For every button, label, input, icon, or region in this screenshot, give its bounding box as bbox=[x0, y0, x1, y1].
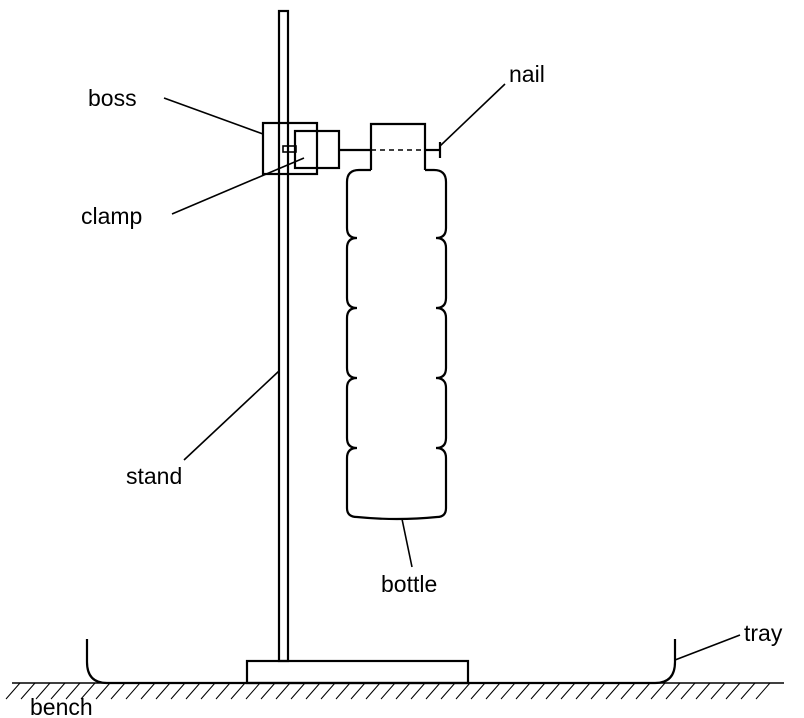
clamp-label: clamp bbox=[81, 203, 142, 229]
hatch-line bbox=[335, 682, 351, 700]
boss bbox=[261, 121, 319, 176]
hatch-line bbox=[275, 682, 291, 700]
hatch-line bbox=[185, 682, 201, 700]
hatch-line bbox=[680, 682, 696, 700]
hatch-line bbox=[230, 682, 246, 700]
hatch-line bbox=[215, 682, 231, 700]
hatch-line bbox=[5, 682, 21, 700]
stand-label: stand bbox=[126, 463, 182, 489]
hatch-line bbox=[455, 682, 471, 700]
stand-rod bbox=[277, 9, 290, 663]
hatch-line bbox=[665, 682, 681, 700]
hatch-line bbox=[740, 682, 756, 700]
boss-leader bbox=[163, 97, 264, 135]
hatch-line bbox=[605, 682, 621, 700]
hatch-line bbox=[560, 682, 576, 700]
hatch-line bbox=[515, 682, 531, 700]
hatch-line bbox=[425, 682, 441, 700]
bench bbox=[5, 682, 784, 700]
hatch-line bbox=[500, 682, 516, 700]
bottle-body bbox=[345, 168, 448, 521]
nail-leader bbox=[439, 83, 506, 147]
hatch-line bbox=[365, 682, 381, 700]
hatch-line bbox=[110, 682, 126, 700]
tray-leader bbox=[674, 634, 741, 661]
hatch-line bbox=[350, 682, 366, 700]
hatch-line bbox=[245, 682, 261, 700]
boss-label: boss bbox=[88, 85, 137, 111]
hatch-line bbox=[470, 682, 486, 700]
bottle-neck bbox=[369, 122, 427, 170]
stand-base bbox=[245, 659, 470, 685]
clamp-leader bbox=[171, 157, 305, 215]
hatch-line bbox=[755, 682, 771, 700]
bottle-label: bottle bbox=[381, 571, 437, 597]
hatch-line bbox=[140, 682, 156, 700]
hatch-line bbox=[575, 682, 591, 700]
hatch-line bbox=[65, 682, 81, 700]
hatch-line bbox=[710, 682, 726, 700]
hatch-line bbox=[650, 682, 666, 700]
hatch-line bbox=[95, 682, 111, 700]
nail-label: nail bbox=[509, 61, 545, 87]
bench-label: bench bbox=[30, 694, 93, 718]
hatch-line bbox=[695, 682, 711, 700]
hatch-line bbox=[125, 682, 141, 700]
bench-hatching bbox=[5, 682, 771, 700]
hatch-line bbox=[305, 682, 321, 700]
stand-leader bbox=[183, 370, 280, 461]
hatch-line bbox=[410, 682, 426, 700]
hatch-line bbox=[545, 682, 561, 700]
hatch-line bbox=[155, 682, 171, 700]
hatch-line bbox=[320, 682, 336, 700]
hatch-line bbox=[590, 682, 606, 700]
tray-label: tray bbox=[744, 620, 783, 646]
hatch-line bbox=[530, 682, 546, 700]
hatch-line bbox=[620, 682, 636, 700]
hatch-line bbox=[200, 682, 216, 700]
hatch-line bbox=[440, 682, 456, 700]
hatch-line bbox=[635, 682, 651, 700]
hatch-line bbox=[395, 682, 411, 700]
hatch-line bbox=[485, 682, 501, 700]
hatch-line bbox=[50, 682, 66, 700]
hatch-line bbox=[260, 682, 276, 700]
bottle-leader bbox=[401, 518, 413, 568]
hatch-line bbox=[725, 682, 741, 700]
hatch-line bbox=[35, 682, 51, 700]
hatch-line bbox=[170, 682, 186, 700]
hatch-line bbox=[20, 682, 36, 700]
hatch-line bbox=[290, 682, 306, 700]
hatch-line bbox=[380, 682, 396, 700]
hatch-line bbox=[80, 682, 96, 700]
